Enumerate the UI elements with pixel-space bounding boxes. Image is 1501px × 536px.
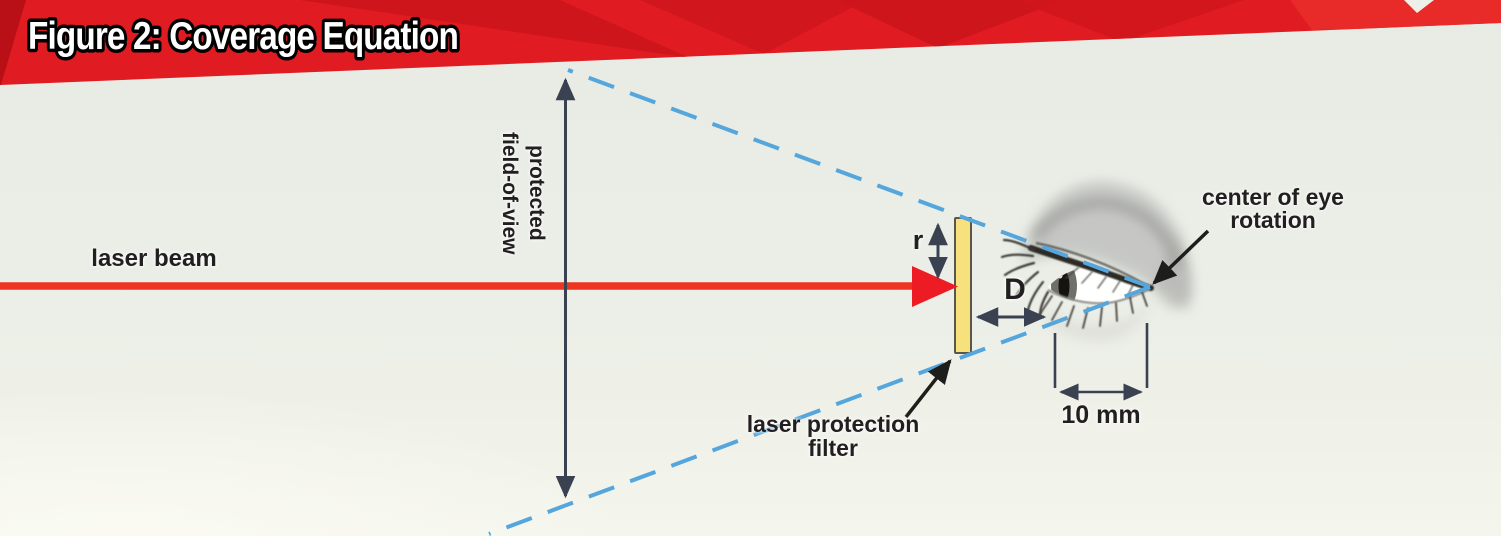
eye-width-label: 10 mm xyxy=(1061,401,1141,429)
laser-beam xyxy=(0,266,958,307)
laser-beam-arrowhead xyxy=(912,266,958,307)
laser-protection-filter xyxy=(954,217,972,354)
filter-label-line1: laser protection xyxy=(746,411,920,437)
protected-fov-label: protected field-of-view xyxy=(492,118,550,268)
radius-label: r xyxy=(912,225,924,255)
eye-rotation-label: center of eye rotation xyxy=(1190,186,1356,232)
filter-label-line2: filter xyxy=(808,435,858,461)
figure-title: Figure 2: Coverage Equation xyxy=(28,15,458,58)
fov-dashed-line-upper xyxy=(567,68,1151,289)
distance-label: D xyxy=(1004,273,1026,306)
protected-fov-label-line1: protected xyxy=(525,145,548,241)
eye-width-dimension xyxy=(1053,323,1149,401)
protected-fov-label-line2: field-of-view xyxy=(498,131,521,255)
filter-label: laser protection filter xyxy=(731,412,935,460)
laser-beam-label: laser beam xyxy=(91,245,217,272)
eye-rotation-pointer-arrow xyxy=(1152,229,1210,285)
eye-rotation-label-line2: rotation xyxy=(1230,207,1316,233)
eye-rotation-label-line1: center of eye xyxy=(1202,184,1344,210)
filter-pointer-arrow xyxy=(904,359,952,419)
fov-dashed-line-lower xyxy=(488,285,1151,536)
